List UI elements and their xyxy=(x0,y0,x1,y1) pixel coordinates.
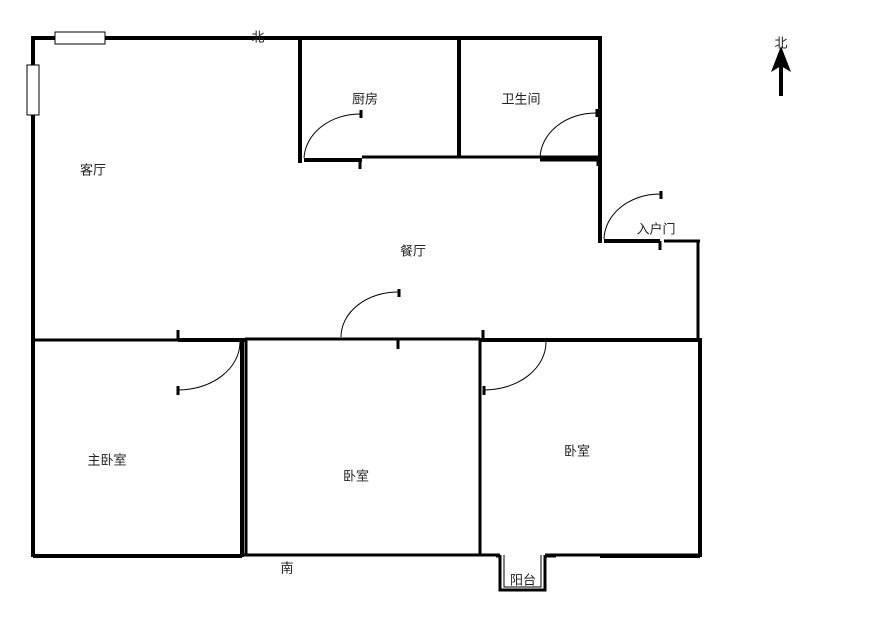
room-living-room: 客厅 xyxy=(79,163,107,179)
room-dining-room: 餐厅 xyxy=(399,244,427,260)
room-kitchen: 厨房 xyxy=(351,92,379,108)
room-bedroom-middle: 卧室 xyxy=(342,469,370,485)
compass-label: 北 xyxy=(774,36,788,52)
north-arrow-icon xyxy=(771,46,791,96)
south-label: 南 xyxy=(280,561,294,577)
north-label: 北 xyxy=(251,30,265,46)
door-swings xyxy=(176,109,663,395)
window xyxy=(54,31,106,45)
room-master-bedroom: 主卧室 xyxy=(87,453,127,469)
window xyxy=(26,64,40,116)
balcony-outline xyxy=(496,554,556,592)
room-balcony: 阳台 xyxy=(509,573,537,589)
walls xyxy=(31,36,702,558)
room-bathroom: 卫生间 xyxy=(501,92,541,108)
room-bedroom-right: 卧室 xyxy=(563,444,591,460)
entrance-door-label: 入户门 xyxy=(636,222,676,238)
